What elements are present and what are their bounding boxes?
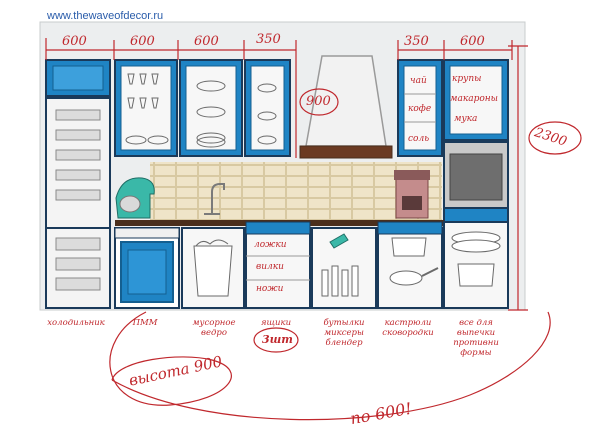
shelf-label-cereals: крупы: [452, 74, 482, 84]
drawers-count-circle: [253, 327, 299, 353]
drawer-label-spoons: ложки: [254, 240, 287, 250]
shelf-label-pasta: макароны: [450, 94, 499, 104]
label-trash: мусорное ведро: [192, 318, 236, 338]
drawer-label-knives: ножи: [256, 284, 284, 294]
label-fridge: холодильник: [47, 318, 105, 328]
width-label-5: 350: [404, 34, 429, 49]
hood-dimension: [295, 60, 339, 158]
shelf-label-coffee: кофе: [408, 104, 432, 114]
hood-height-label: 900: [306, 94, 331, 109]
upper-cabinet-3: [244, 59, 291, 157]
fridge: [45, 59, 111, 309]
shelf-label-tea: чай: [410, 76, 427, 86]
oven-tower: [443, 141, 509, 223]
upper-cabinet-1: [114, 59, 178, 157]
top-dimension-lines: [45, 38, 513, 60]
sink-faucet: [204, 183, 225, 215]
label-baking: все для выпечки противни формы: [453, 318, 499, 358]
shelf-label-salt: соль: [408, 134, 430, 144]
lower-trash: [181, 227, 245, 309]
drawer-label-forks: вилки: [256, 262, 284, 272]
label-bottles: бутылки миксеры блендер: [323, 318, 365, 348]
stand-mixer: [115, 177, 155, 219]
lower-bottles: [311, 227, 377, 309]
width-label-3: 600: [194, 34, 219, 49]
lower-pots: [377, 221, 443, 309]
backsplash: [150, 162, 442, 220]
lower-dishwasher: [114, 227, 180, 309]
website-label: www.thewaveofdecor.ru: [47, 10, 164, 22]
label-pots: кастрюли сковородки: [382, 318, 434, 338]
range-hood: [299, 55, 393, 159]
upper-cabinet-5: [443, 59, 509, 141]
drawers-count-label: 3шт: [262, 333, 293, 346]
lower-baking: [443, 221, 509, 309]
label-drawers: ящики: [260, 318, 292, 328]
width-label-2: 600: [130, 34, 155, 49]
width-label-4: 350: [256, 32, 281, 47]
total-height-dimension: [508, 45, 582, 311]
upper-cabinet-4: [397, 59, 443, 157]
coffee-machine: [394, 170, 430, 219]
width-label-6: 600: [460, 34, 485, 49]
lower-drawers: [245, 221, 311, 309]
bottom-annotation-curves: [109, 311, 551, 421]
upper-cabinet-2: [179, 59, 243, 157]
shelf-label-flour: мука: [454, 114, 478, 124]
label-dishwasher: ПММ: [132, 318, 158, 328]
width-label-1: 600: [62, 34, 87, 49]
